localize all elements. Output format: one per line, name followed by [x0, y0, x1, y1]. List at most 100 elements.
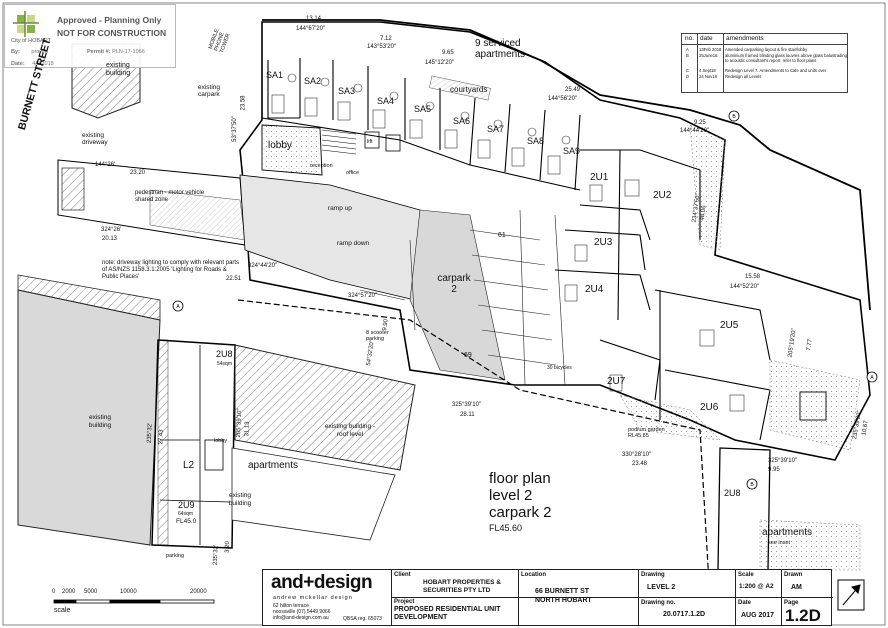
dim-9: 9.25	[694, 120, 706, 126]
carpark-lane	[409, 209, 506, 381]
dim-21: 144°52'20"	[730, 284, 760, 290]
lower-right-garden	[759, 519, 861, 571]
existing-building-roof	[234, 344, 416, 471]
scale-tick-2: 5000	[84, 589, 98, 595]
existing-building-hatched	[17, 274, 161, 321]
svg-text:A: A	[870, 375, 874, 381]
dim-14: 23.20	[130, 170, 146, 176]
floor-level: FL45.60	[489, 523, 523, 533]
dim-5: 9.65	[442, 50, 454, 56]
scale-label-tb: Scale	[738, 572, 754, 578]
bollards	[61, 167, 85, 211]
lift-core	[364, 131, 380, 149]
floor-title-3: carpark 2	[489, 504, 552, 521]
lobby-label: lobby	[268, 140, 292, 151]
city-of-hobart-logo-icon	[13, 11, 39, 37]
location-line-2: NORTH HOBART	[535, 597, 592, 604]
rev-c-no: C	[686, 68, 690, 73]
unit-sa5: SA5	[414, 104, 432, 114]
drawn-label: Drawn	[784, 572, 803, 578]
qbsa-reg: QBSA reg. 65073	[343, 616, 382, 622]
unit-walls	[554, 149, 771, 441]
unit-sa1: SA1	[266, 70, 284, 80]
drawing-label: Drawing	[641, 572, 665, 578]
ramp-up-label: ramp up	[328, 205, 352, 212]
dim-16: 20.13	[102, 236, 118, 242]
floor-title-1: floor plan	[489, 470, 551, 487]
sa-fittings	[271, 73, 571, 175]
existing-carpark-label: existing carpark	[198, 84, 221, 98]
dim-30: 205°39'10"	[236, 408, 244, 438]
unit-2u4: 2U4	[585, 284, 604, 295]
unit-sa4: SA4	[377, 96, 395, 106]
stamp-by-value: prowm	[31, 49, 48, 55]
rev-a-text: Amended carparking layout & fire stair/l…	[725, 47, 808, 52]
project-name: PROPOSED RESIDENTIAL UNIT DEVELOPMENT	[394, 606, 501, 621]
page-value: 1.2D	[785, 606, 821, 625]
rev-d-text: Redesign all Levels	[725, 74, 762, 79]
garden-right	[689, 124, 726, 251]
tower-wall-hatch	[157, 339, 169, 546]
section-markers	[172, 110, 878, 490]
section-marker-letters: BA AB	[176, 114, 874, 488]
client-label: Client	[394, 572, 411, 578]
unit-sa9: SA9	[563, 146, 581, 156]
dim-6: 145°12'20"	[425, 60, 455, 66]
dim-10: 144°44'20"	[680, 128, 710, 134]
scale-tick-3: 10000	[120, 589, 137, 595]
bicycles-label: 30 bicycles	[547, 365, 572, 371]
svg-text:B: B	[750, 482, 754, 488]
office-label: office	[346, 170, 360, 176]
lighting-note: note: driveway lighting to comply with r…	[102, 260, 240, 280]
apartments-mid-label: apartments	[248, 460, 299, 471]
ramp-down-label: ramp down	[337, 240, 370, 247]
drawing-no-label: Drawing no.	[641, 600, 676, 606]
dim-31: 31.13	[244, 421, 251, 437]
unit-2u2: 2U2	[653, 190, 672, 201]
rev-header-no: no.	[685, 35, 695, 42]
unit-sa3: SA3	[338, 86, 356, 96]
stair	[321, 129, 357, 155]
company-logo: and+design	[271, 572, 373, 593]
l2-label: L2	[183, 460, 195, 471]
existing-building-plain	[231, 447, 396, 541]
apartment-tower-lower	[151, 339, 236, 549]
lobby-small-label: lobby	[214, 438, 228, 444]
rev-b-text: aluminium framed blinding glass louvres …	[725, 53, 847, 63]
dim-7: 25.49	[565, 87, 581, 93]
rev-c-date: 4 Sept18	[699, 68, 716, 73]
tower-internal	[159, 345, 231, 545]
apartments-bottom-label: apartments	[762, 527, 813, 538]
pedestrian-zone-label: pedestrian - motor vehicle shared zone	[135, 190, 205, 203]
company-addr-3: info@and-design.com.au	[273, 615, 329, 621]
garden-east	[769, 359, 861, 451]
revisions-table: no. date amendments A 13Feb 2018 Amended…	[681, 33, 848, 93]
rev-c-text: Redesign Level 7. Amendments to Cafe and…	[725, 68, 827, 73]
unit-2u8-right: 2U8	[724, 488, 741, 498]
courtyards-label: courtyards	[450, 85, 488, 94]
dim-29: 27.43	[158, 429, 165, 445]
dim-12: 53°37'50"	[231, 116, 238, 142]
stamp-line-1: Approved - Planning Only	[57, 15, 162, 25]
north-arrow	[837, 579, 865, 611]
unit-2u8-left: 2U8	[216, 349, 233, 359]
dim-2: 144°67'20"	[296, 26, 326, 32]
dim-8: 144°56'20"	[548, 96, 578, 102]
rev-d-no: D	[686, 74, 690, 79]
scale-tick-1: 2000	[62, 589, 76, 595]
existing-building-roof-label: existing building -roof level	[324, 423, 376, 438]
date-value-tb: AUG 2017	[741, 612, 775, 619]
existing-building-top-label: existing building	[106, 62, 131, 77]
dim-23: 28.11	[460, 412, 475, 418]
existing-building-mid-label: existing building	[228, 492, 252, 507]
scooter-parking-label: 8 scooter parking	[366, 330, 389, 342]
unit-2u1: 2U1	[590, 172, 609, 183]
dim-28: 235°32'	[146, 422, 154, 444]
dim-13: 144°26'	[95, 162, 116, 168]
floor-title-2: level 2	[489, 487, 533, 504]
scale-tick-4: 20000	[190, 589, 207, 595]
dim-17: 324°44'20"	[248, 263, 278, 269]
carpark-label: carpark 2	[437, 273, 471, 295]
stamp-line-2: NOT FOR CONSTRUCTION	[57, 28, 167, 38]
